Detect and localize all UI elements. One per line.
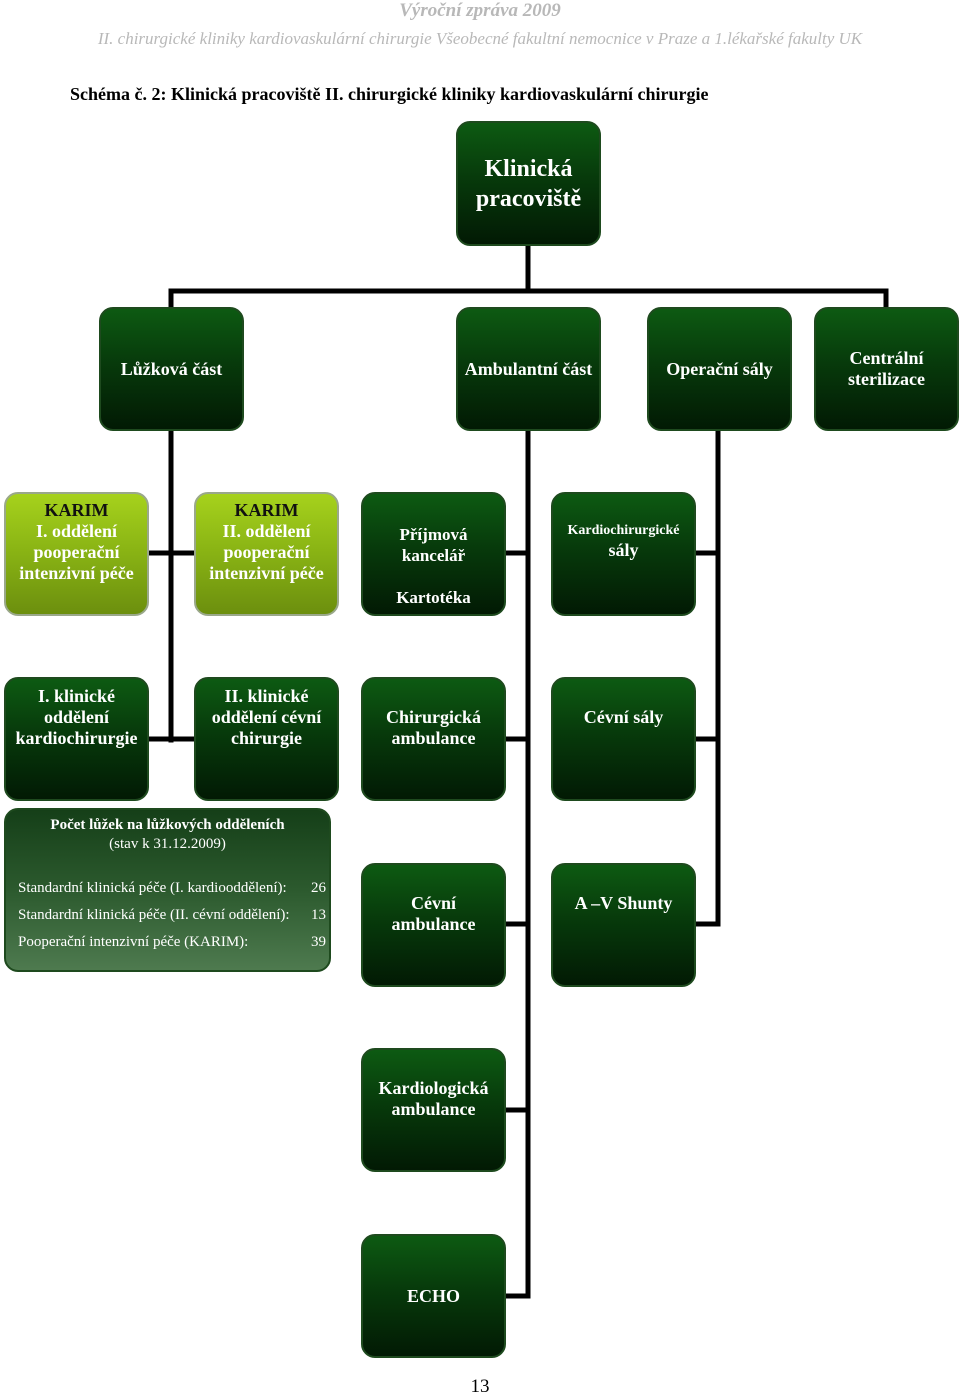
report-title: Výroční zpráva 2009: [399, 0, 561, 21]
node-kardiochirurgicke-saly: Kardiochirurgické sály: [551, 492, 696, 616]
node-echo: ECHO: [361, 1234, 506, 1358]
beds-row: Standardní klinická péče (II. cévní oddě…: [18, 906, 326, 925]
beds-title: Počet lůžek na lůžkových odděleních: [50, 817, 285, 833]
node-luzkova-cast: Lůžková část: [99, 307, 244, 431]
klin2-line-3: chirurgie: [231, 728, 302, 748]
beds-row-label: Standardní klinická péče (II. cévní oddě…: [18, 907, 290, 923]
karim2-line-1: II. oddělení: [222, 521, 311, 541]
centralni-line-2: sterilizace: [848, 369, 925, 389]
operacni-label: Operační sály: [666, 358, 773, 379]
page-number: 13: [470, 1376, 490, 1397]
prijmova-line-3: Kartotéka: [396, 588, 471, 607]
luzkova-label: Lůžková část: [120, 358, 223, 379]
node-klinicke-oddeleni-1: I. klinické oddělení kardiochirurgie: [4, 677, 149, 801]
echo-label: ECHO: [406, 1285, 460, 1306]
karim2-line-3: intenzivní péče: [209, 563, 324, 583]
node-cevni-ambulance: Cévní ambulance: [361, 863, 506, 987]
klin2-line-1: II. klinické: [224, 686, 309, 706]
cevni-saly-label: Cévní sály: [583, 707, 664, 727]
root-line-1: Klinická: [484, 155, 573, 182]
node-av-shunty: A –V Shunty: [551, 863, 696, 987]
node-karim-1: KARIM I. oddělení pooperační intenzivní …: [4, 492, 149, 616]
cevni-ambulance-line-2: ambulance: [391, 914, 476, 934]
klin1-line-2: oddělení: [43, 707, 109, 727]
beds-subtitle: (stav k 31.12.2009): [109, 836, 226, 852]
centralni-line-1: Centrální: [849, 348, 924, 368]
node-ambulantni-cast: Ambulantní část: [456, 307, 601, 431]
kardiologicka-line-2: ambulance: [391, 1099, 476, 1119]
av-shunty-label: A –V Shunty: [574, 893, 673, 913]
node-cevni-saly: Cévní sály: [551, 677, 696, 801]
cevni-ambulance-line-1: Cévní: [411, 893, 456, 913]
karim2-label: KARIM: [234, 500, 299, 520]
klin1-line-3: kardiochirurgie: [15, 728, 138, 748]
node-chirurgicka-ambulance: Chirurgická ambulance: [361, 677, 506, 801]
karim1-label: KARIM: [44, 500, 109, 520]
beds-row: Standardní klinická péče (I. kardioodděl…: [18, 879, 326, 898]
beds-row-value: 26: [311, 880, 326, 896]
schema-caption: Schéma č. 2: Klinická pracoviště II. chi…: [70, 84, 709, 104]
karim1-line-3: intenzivní péče: [19, 563, 134, 583]
node-operacni-saly: Operační sály: [647, 307, 792, 431]
beds-row-label: Standardní klinická péče (I. kardioodděl…: [18, 880, 287, 896]
klin1-line-1: I. klinické: [37, 686, 116, 706]
karim2-line-2: pooperační: [223, 542, 310, 562]
node-karim-2: KARIM II. oddělení pooperační intenzivní…: [194, 492, 339, 616]
beds-row: Pooperační intenzivní péče (KARIM): 39: [18, 933, 326, 952]
klin2-line-2: oddělení cévní: [211, 707, 322, 727]
node-klinicka-pracoviste: Klinická pracoviště: [456, 121, 601, 246]
root-line-2: pracoviště: [475, 185, 582, 212]
report-subtitle: II. chirurgické kliniky kardiovaskulární…: [97, 29, 863, 48]
prijmova-line-2: kancelář: [401, 546, 466, 565]
beds-row-value: 13: [311, 907, 326, 923]
beds-row-label: Pooperační intenzivní péče (KARIM):: [18, 934, 249, 950]
karim1-line-1: I. oddělení: [35, 521, 118, 541]
kardiochirurgicke-line-2: sály: [608, 540, 639, 560]
node-kardiologicka-ambulance: Kardiologická ambulance: [361, 1048, 506, 1172]
node-klinicke-oddeleni-2: II. klinické oddělení cévní chirurgie: [194, 677, 339, 801]
kardiochirurgicke-line-1: Kardiochirurgické: [567, 523, 680, 538]
karim1-line-2: pooperační: [33, 542, 120, 562]
ambulantni-label: Ambulantní část: [464, 358, 593, 379]
kardiologicka-line-1: Kardiologická: [378, 1078, 489, 1098]
chirurgicka-line-2: ambulance: [391, 728, 476, 748]
beds-info-box: Počet lůžek na lůžkových odděleních (sta…: [4, 808, 331, 972]
chirurgicka-line-1: Chirurgická: [385, 707, 481, 727]
beds-row-value: 39: [311, 934, 326, 950]
prijmova-line-1: Příjmová: [399, 525, 468, 544]
node-prijmova-kancelar: Příjmová kancelář Kartotéka: [361, 492, 506, 616]
node-centralni-sterilizace: Centrální sterilizace: [814, 307, 959, 431]
